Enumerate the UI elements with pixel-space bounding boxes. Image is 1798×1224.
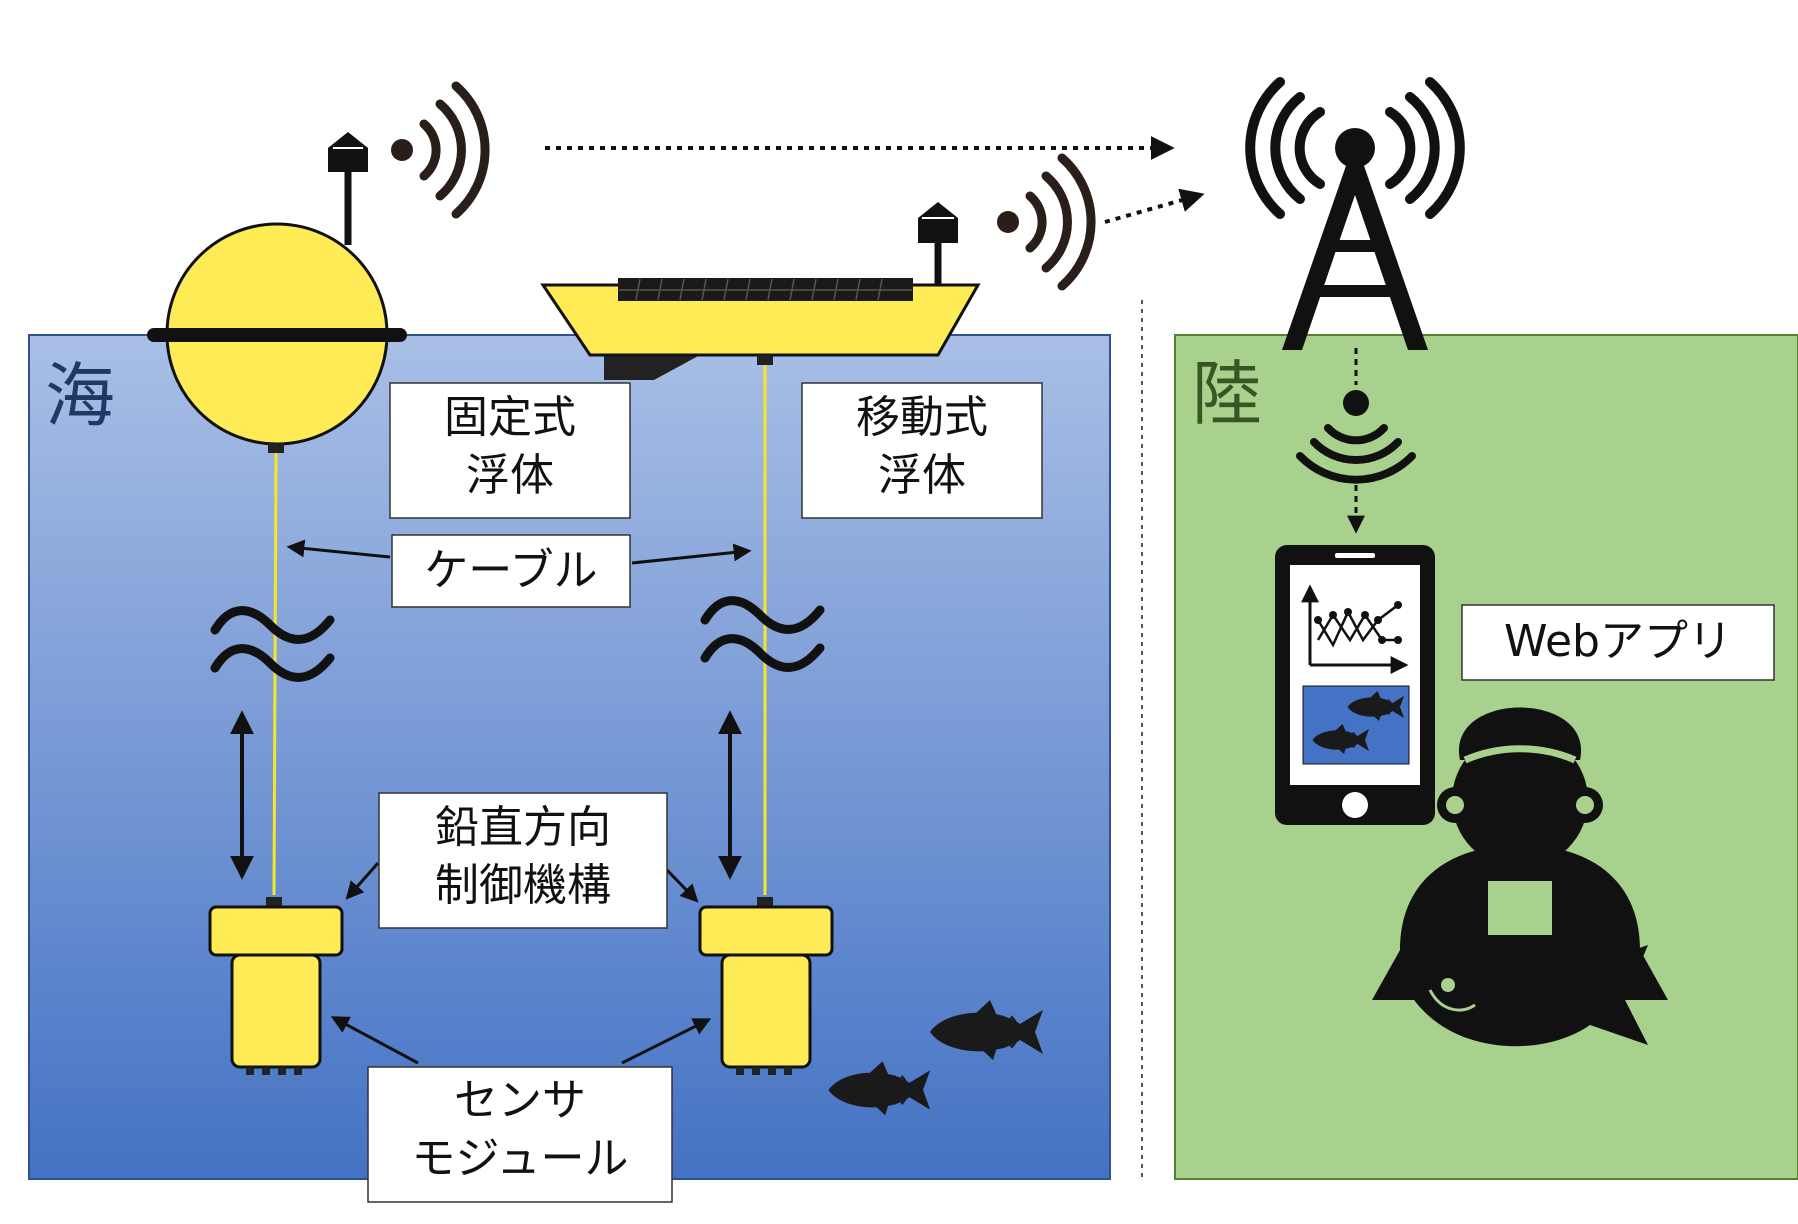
spherical-buoy-icon xyxy=(147,132,407,453)
radio-tower-icon xyxy=(1245,77,1465,350)
sensor-pointer-right xyxy=(621,1018,712,1065)
mobile-float-label-line2: 浮体 xyxy=(878,450,966,501)
downlink-signal-icon xyxy=(1296,348,1416,534)
mobile-float-label-box: 移動式 浮体 xyxy=(801,382,1043,519)
smartphone-icon xyxy=(1275,545,1435,825)
vertical-control-label-line1: 鉛直方向 xyxy=(435,802,611,853)
fixed-cable xyxy=(272,452,278,896)
line-chart-icon xyxy=(1301,584,1409,674)
web-app-label-box: Webアプリ xyxy=(1461,604,1775,681)
cable-label: ケーブル xyxy=(424,545,597,596)
vertical-control-label-box: 鉛直方向 制御機構 xyxy=(378,792,668,929)
mobile-float-label-line1: 移動式 xyxy=(856,392,988,443)
cable-label-box: ケーブル xyxy=(391,534,631,608)
sensor-module-fixed xyxy=(208,897,344,1075)
sensor-module-label-box: センサ モジュール xyxy=(367,1066,673,1203)
cable-pointer-left xyxy=(286,539,391,559)
mobile-to-tower-arrow xyxy=(1104,188,1205,224)
control-pointer-left xyxy=(345,862,380,900)
web-app-label: Webアプリ xyxy=(1504,616,1732,667)
solar-boat-icon xyxy=(540,202,981,380)
land-label: 陸 xyxy=(1192,353,1262,435)
sea-label: 海 xyxy=(45,355,115,437)
control-pointer-right xyxy=(665,868,699,903)
sensor-module-label-line2: モジュール xyxy=(412,1133,629,1184)
sensor-pointer-left xyxy=(330,1016,419,1065)
fixed-float-label-line2: 浮体 xyxy=(466,450,554,501)
sensor-module-label-line1: センサ xyxy=(454,1075,586,1126)
sensor-module-mobile xyxy=(698,897,834,1075)
fisherman-icon xyxy=(1372,706,1668,1047)
mobile-buoy-signal-icon xyxy=(997,158,1091,286)
fixed-float-label-line1: 固定式 xyxy=(444,392,576,443)
cable-pointer-right xyxy=(631,543,752,565)
fixed-buoy-signal-icon xyxy=(391,86,485,214)
vertical-control-label-line2: 制御機構 xyxy=(435,860,611,911)
fixed-float-label-box: 固定式 浮体 xyxy=(389,382,631,519)
